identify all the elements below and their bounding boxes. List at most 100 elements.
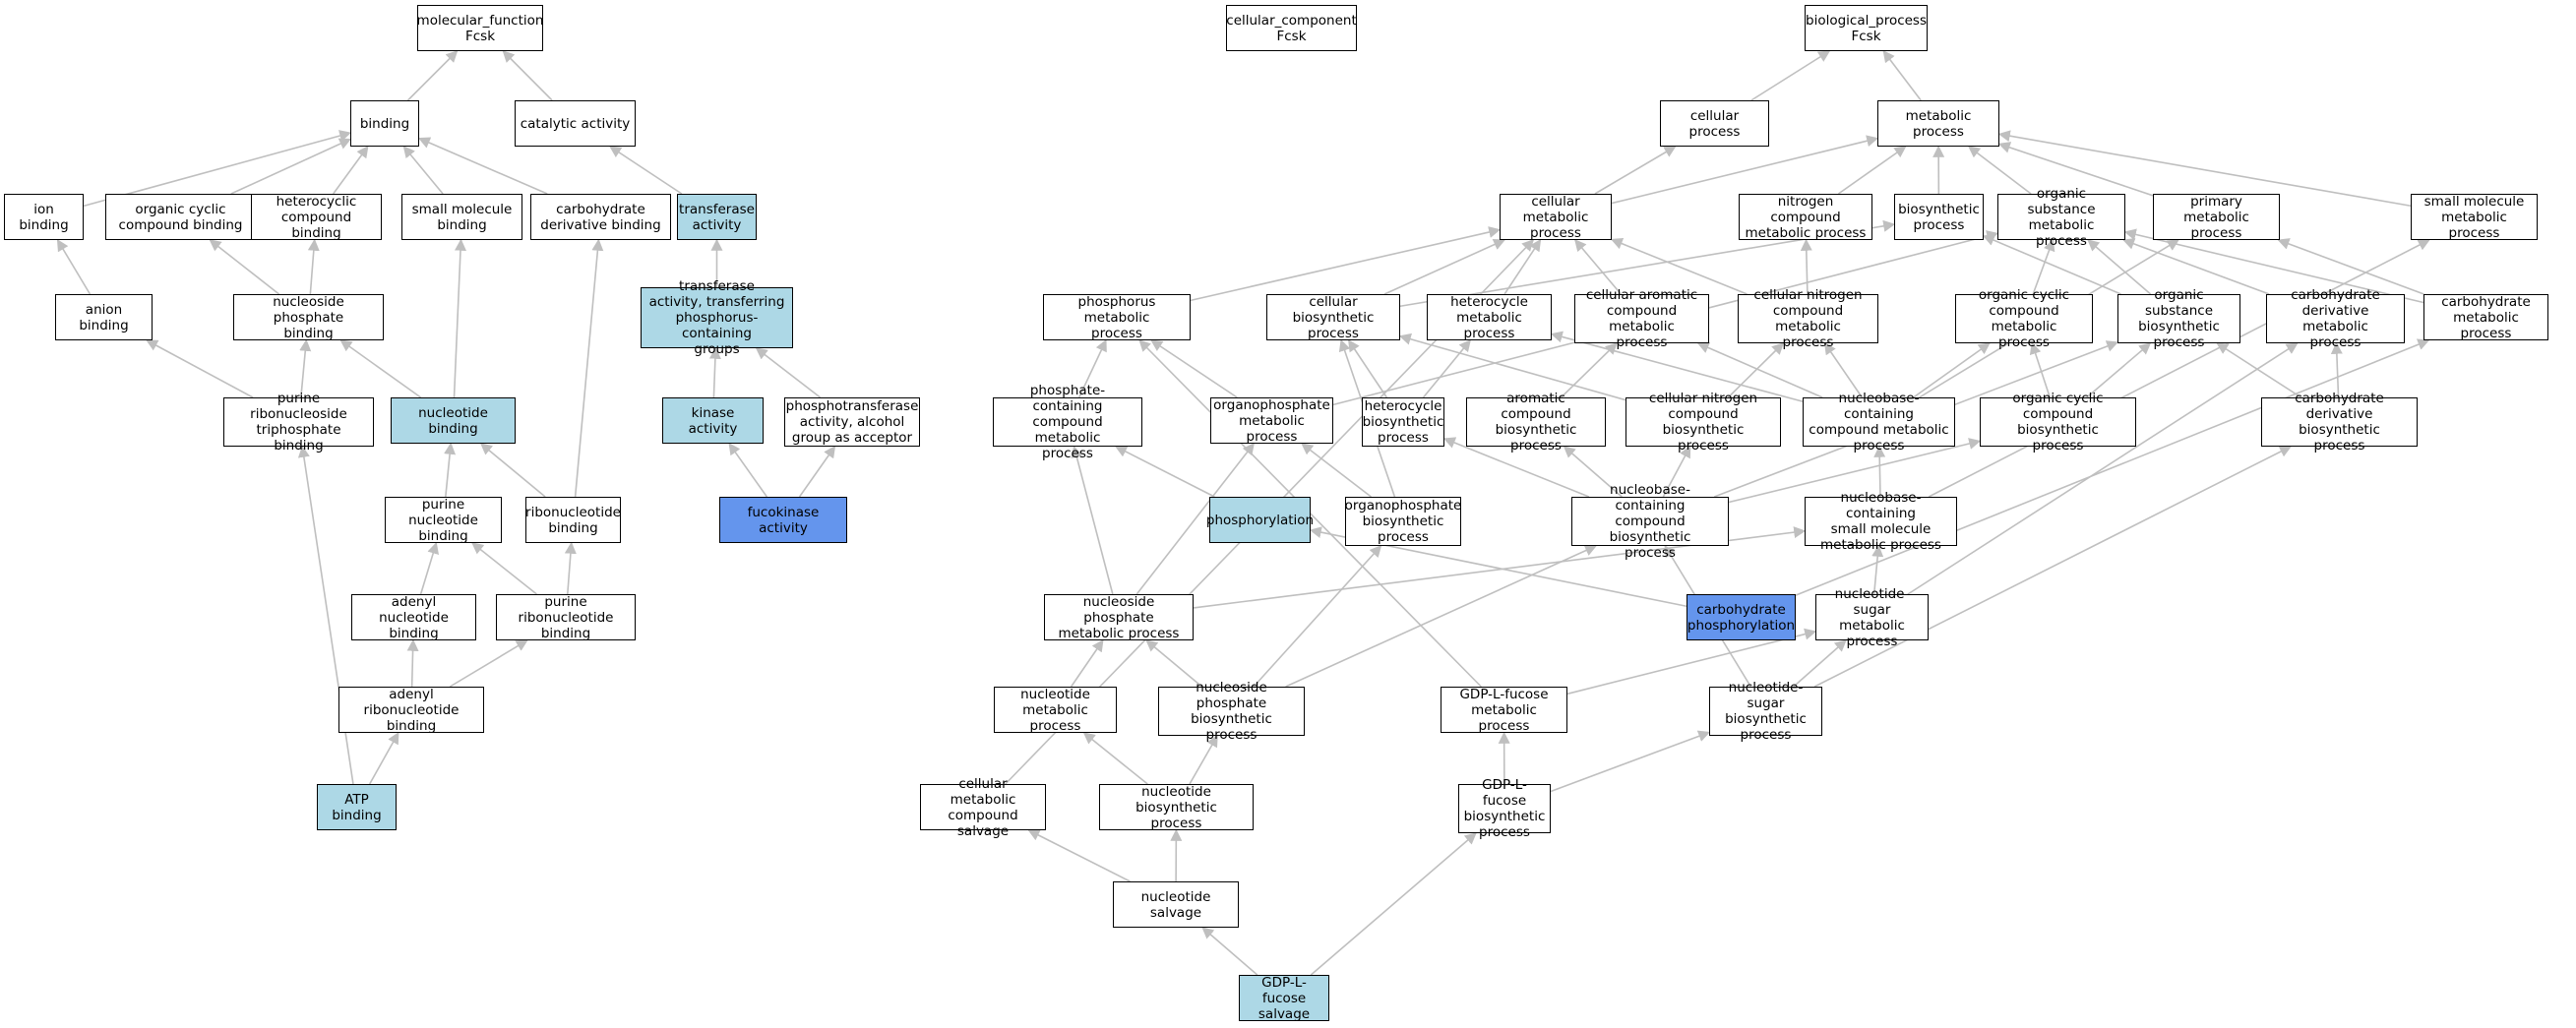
edge-nspbp-to-nbccbp [1285, 544, 1597, 688]
edge-nbcsmmp-to-nbccmp [1873, 445, 1886, 498]
go-term-node-hmp[interactable]: heterocycle metabolic process [1427, 294, 1552, 341]
edge-cacmp-to-cmp [1574, 239, 1622, 295]
edge-nspmp-to-pccmp [1071, 445, 1114, 595]
edge-atp-to-arnb [368, 731, 399, 785]
go-term-node-nbcsmmp[interactable]: nucleobase-containing small molecule met… [1805, 490, 1957, 553]
go-term-node-nsmp[interactable]: nucleotide-sugar metabolic process [1815, 586, 1929, 649]
go-term-node-gdpfmp[interactable]: GDP-L-fucose metabolic process [1441, 687, 1567, 734]
go-term-node-osmp[interactable]: organic substance metabolic process [1997, 186, 2125, 249]
edge-atp-to-prntb [297, 445, 354, 785]
go-term-node-gdpfsalv[interactable]: GDP-L-fucose salvage [1239, 975, 1329, 1022]
go-term-node-mf[interactable]: molecular_function Fcsk [417, 5, 543, 51]
go-term-node-ntsalv[interactable]: nucleotide salvage [1113, 881, 1239, 928]
go-term-node-phosphorylation[interactable]: phosphorylation [1206, 497, 1314, 543]
go-term-node-antb[interactable]: adenyl nucleotide binding [351, 594, 476, 641]
edge-antb-to-pntb [419, 541, 439, 595]
go-term-node-nspb[interactable]: nucleoside phosphate binding [233, 294, 384, 341]
go-term-node-bp[interactable]: biological_process Fcsk [1805, 5, 1928, 51]
edge-nbccbp-to-occbp [1728, 438, 1982, 504]
go-term-node-cbp[interactable]: cellular biosynthetic process [1266, 294, 1400, 341]
go-term-node-cdb[interactable]: carbohydrate derivative binding [530, 194, 671, 240]
go-term-node-transferase[interactable]: transferase activity [677, 194, 757, 240]
go-term-node-cncmp[interactable]: cellular nitrogen compound metabolic pro… [1738, 287, 1878, 350]
go-term-node-cncbp[interactable]: cellular nitrogen compound biosynthetic … [1625, 391, 1781, 454]
go-term-node-arnb[interactable]: adenyl ribonucleotide binding [338, 687, 484, 734]
go-term-node-binding[interactable]: binding [350, 100, 419, 147]
edge-cdbp-to-osbp [2216, 342, 2302, 398]
go-term-node-opmp[interactable]: organophosphate metabolic process [1210, 397, 1333, 445]
go-term-node-cmp[interactable]: cellular metabolic process [1500, 194, 1612, 241]
go-term-node-nbccmp[interactable]: nucleobase-containing compound metabolic… [1803, 391, 1955, 454]
edge-transferase-to-catalytic [609, 146, 683, 195]
edge-arnb-to-antb [406, 638, 419, 688]
edge-ptaa-to-ttpg [755, 347, 822, 398]
go-term-node-ocb[interactable]: organic cyclic compound binding [105, 194, 256, 240]
edge-gdpfbp-to-nsbp [1550, 730, 1711, 793]
go-term-node-cellproc[interactable]: cellular process [1660, 100, 1769, 147]
go-term-node-anion[interactable]: anion binding [55, 294, 153, 340]
go-term-node-ttpg[interactable]: transferase activity, transferring phosp… [641, 278, 793, 357]
edge-catalytic-to-mf [502, 50, 553, 101]
go-term-node-opbp[interactable]: organophosphate biosynthetic process [1344, 497, 1462, 546]
edge-ocb-to-binding [230, 138, 352, 195]
go-term-node-smb[interactable]: small molecule binding [401, 194, 522, 240]
go-term-node-ntbp[interactable]: nucleotide biosynthetic process [1099, 784, 1254, 831]
go-term-node-occmp[interactable]: organic cyclic compound metabolic proces… [1955, 287, 2093, 350]
go-term-node-ion[interactable]: ion binding [4, 194, 84, 240]
go-term-node-pntb[interactable]: purine nucleotide binding [385, 497, 502, 544]
go-term-node-cmcs[interactable]: cellular metabolic compound salvage [920, 776, 1046, 839]
edge-rntb-to-cdb [574, 238, 604, 498]
edge-nspb-to-hcb [307, 238, 320, 295]
go-term-node-nbccbp[interactable]: nucleobase-containing compound biosynthe… [1571, 482, 1729, 561]
go-term-node-prntb[interactable]: purine ribonucleoside triphosphate bindi… [223, 391, 374, 454]
edge-nsbp-to-nsmp [1793, 639, 1847, 688]
edge-opmp-to-phosmp [1150, 339, 1238, 398]
go-term-node-nspbp[interactable]: nucleoside phosphate biosynthetic proces… [1158, 680, 1305, 743]
edge-prntb-to-nspb [299, 338, 312, 398]
go-term-node-hbp[interactable]: heterocycle biosynthetic process [1362, 397, 1444, 447]
go-term-node-ntb[interactable]: nucleotide binding [391, 397, 516, 444]
edge-ntsalv-to-cmcs [1027, 829, 1131, 882]
go-term-node-atp[interactable]: ATP binding [317, 784, 397, 830]
go-term-node-acbp[interactable]: aromatic compound biosynthetic process [1466, 391, 1606, 454]
edge-cncbp-to-cncmp [1727, 342, 1784, 398]
go-term-node-cc[interactable]: cellular_component Fcsk [1226, 5, 1357, 51]
go-term-node-catalytic[interactable]: catalytic activity [515, 100, 636, 147]
go-term-node-hcb[interactable]: heterocyclic compound binding [251, 194, 382, 241]
edge-hbp-to-hmp [1422, 339, 1471, 398]
go-term-node-rntb[interactable]: ribonucleotide binding [525, 497, 621, 543]
go-term-node-osbp[interactable]: organic substance biosynthetic process [2117, 287, 2240, 350]
go-term-node-prnb[interactable]: purine ribonucleotide binding [496, 594, 636, 641]
edge-nbccbp-to-cncbp [1662, 445, 1691, 498]
edge-occmp-to-osmp [2032, 238, 2055, 295]
go-term-node-cdbp[interactable]: carbohydrate derivative biosynthetic pro… [2261, 391, 2418, 454]
go-term-node-nspmp[interactable]: nucleoside phosphate metabolic process [1044, 594, 1194, 641]
go-term-node-smmp[interactable]: small molecule metabolic process [2411, 194, 2538, 241]
go-term-node-fucokinase[interactable]: fucokinase activity [719, 497, 847, 543]
go-term-node-gdpfbp[interactable]: GDP-L-fucose biosynthetic process [1458, 777, 1551, 840]
go-term-node-biosyn[interactable]: biosynthetic process [1894, 194, 1984, 240]
edge-smmp-to-metproc [1997, 130, 2412, 208]
go-term-node-cacmp[interactable]: cellular aromatic compound metabolic pro… [1574, 287, 1709, 350]
edge-gdpfmp-to-nsmp [1566, 628, 1817, 695]
edge-nbccmp-to-cncmp [1823, 342, 1864, 398]
go-term-node-phosmp[interactable]: phosphorus metabolic process [1043, 294, 1191, 341]
go-term-node-carbmp[interactable]: carbohydrate metabolic process [2423, 294, 2548, 341]
go-term-node-ntmp[interactable]: nucleotide metabolic process [994, 687, 1117, 734]
go-term-node-nsbp[interactable]: nucleotide-sugar biosynthetic process [1709, 680, 1822, 743]
edge-cdbp-to-cdmp [2330, 341, 2343, 398]
go-term-node-cdmp[interactable]: carbohydrate derivative metabolic proces… [2266, 287, 2405, 350]
go-term-node-pmp[interactable]: primary metabolic process [2153, 194, 2280, 241]
go-term-node-metproc[interactable]: metabolic process [1877, 100, 1999, 147]
go-term-node-ptaa[interactable]: phosphotransferase activity, alcohol gro… [784, 397, 920, 447]
go-term-node-occbp[interactable]: organic cyclic compound biosynthetic pro… [1980, 391, 2136, 454]
edge-fucokinase-to-ptaa [798, 446, 836, 498]
edge-cncmp-to-ncmp [1800, 238, 1812, 295]
go-term-node-carbphos[interactable]: carbohydrate phosphorylation [1687, 594, 1796, 640]
edge-ntb-to-nspb [339, 339, 422, 398]
edge-hbp-to-cbp [1348, 339, 1387, 398]
go-term-node-kinase[interactable]: kinase activity [662, 397, 764, 444]
go-term-node-ncmp[interactable]: nitrogen compound metabolic process [1739, 194, 1872, 241]
edge-nbccbp-to-hbp [1442, 437, 1590, 498]
go-term-node-pccmp[interactable]: phosphate-containing compound metabolic … [993, 383, 1142, 461]
